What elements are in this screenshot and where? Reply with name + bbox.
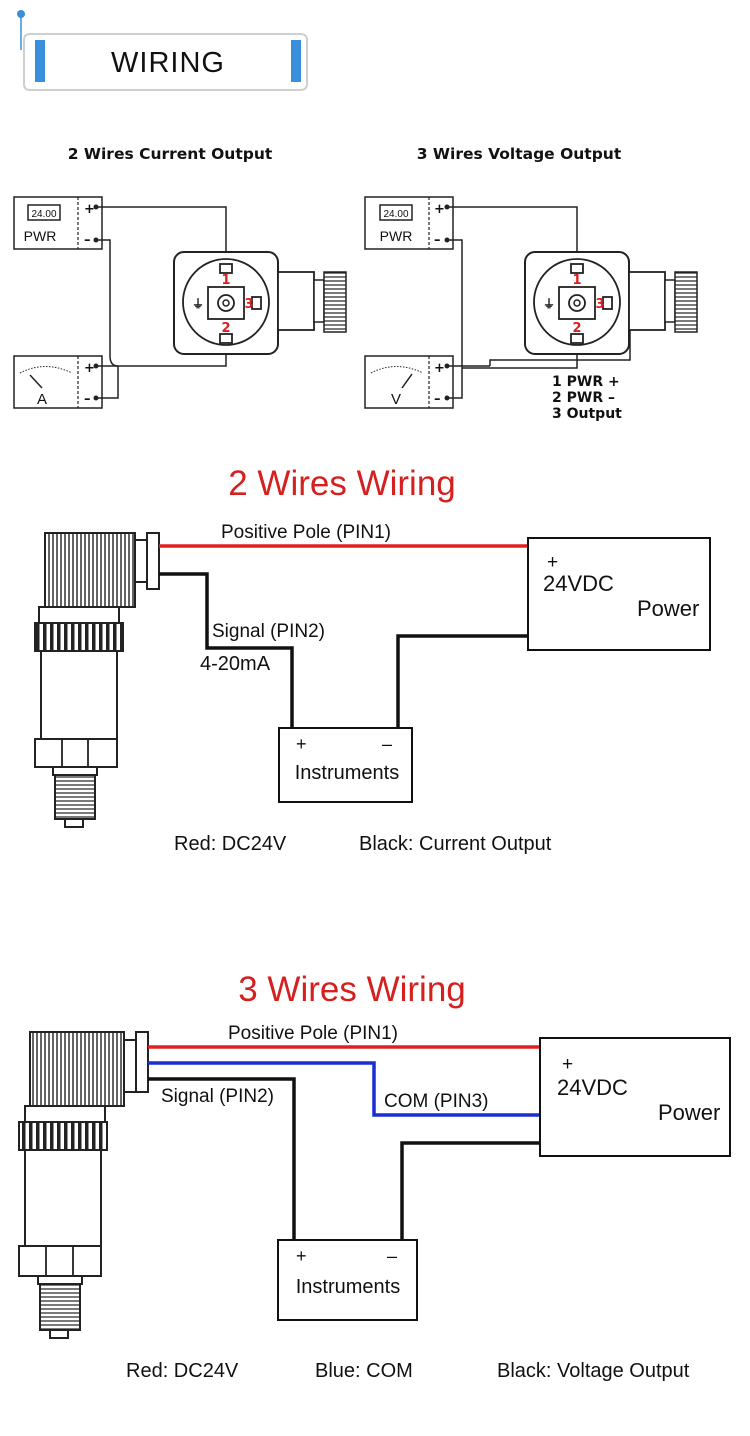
pwr-plus-right: + xyxy=(434,202,445,217)
pin-3-label-right: 3 xyxy=(595,297,604,312)
three-wire-legend-blue: Blue: COM xyxy=(315,1360,413,1382)
svg-text:⏚: ⏚ xyxy=(543,297,555,311)
two-wire-instr-plus: + xyxy=(296,734,307,754)
pwr-label-left: PWR xyxy=(24,228,57,244)
two-wire-current-label: 4-20mA xyxy=(200,653,271,675)
top-left-title: 2 Wires Current Output xyxy=(68,145,273,163)
two-wire-power-label: Power xyxy=(637,596,699,621)
three-wire-voltage-output-diagram: 3 Wires Voltage Output 24.00 PWR + – V +… xyxy=(364,145,698,422)
two-wire-legend-black: Black: Current Output xyxy=(359,833,552,855)
three-wire-legend-black: Black: Voltage Output xyxy=(497,1360,690,1382)
pwr-display-right: 24.00 xyxy=(383,209,408,220)
pin-3-label-left: 3 xyxy=(244,297,253,312)
three-wire-instr-label: Instruments xyxy=(296,1276,400,1298)
three-wire-com-label: COM (PIN3) xyxy=(384,1091,489,1112)
three-wire-instr-plus: + xyxy=(296,1246,307,1266)
top-right-title: 3 Wires Voltage Output xyxy=(417,145,622,163)
three-wire-instr-minus: – xyxy=(387,1246,397,1266)
three-wire-power-label: Power xyxy=(658,1100,720,1125)
meter-label-right: V xyxy=(391,391,401,408)
pin-legend-2: 2 PWR – xyxy=(552,390,615,406)
two-wire-wiring-section: 2 Wires Wiring + 24VDC Power + – Inst xyxy=(34,464,711,855)
three-wire-wiring-section: 3 Wires Wiring + 24VDC Power + – xyxy=(18,970,731,1382)
meter-plus-left: + xyxy=(84,361,95,376)
pwr-label-right: PWR xyxy=(380,228,413,244)
pwr-plus-left: + xyxy=(84,202,95,217)
three-wire-power-plus: + xyxy=(562,1054,573,1075)
two-wire-signal-label: Signal (PIN2) xyxy=(212,621,325,642)
three-wire-legend-red: Red: DC24V xyxy=(126,1360,239,1382)
pwr-display-left: 24.00 xyxy=(31,209,56,220)
pwr-minus-left: – xyxy=(84,233,91,248)
two-wire-instr-minus: – xyxy=(382,734,392,754)
pin-1-label-left: 1 xyxy=(221,273,230,288)
meter-minus-right: – xyxy=(434,392,441,407)
two-wire-legend-red: Red: DC24V xyxy=(174,833,287,855)
meter-plus-right: + xyxy=(434,361,445,376)
two-wire-title: 2 Wires Wiring xyxy=(228,464,456,503)
three-wire-title: 3 Wires Wiring xyxy=(238,970,466,1009)
pin-legend-3: 3 Output xyxy=(552,406,622,422)
two-wire-current-output-diagram: 2 Wires Current Output 24.00 PWR + – A +… xyxy=(13,145,347,409)
meter-label-left: A xyxy=(37,391,47,408)
header-title: WIRING xyxy=(111,47,225,79)
pin-2-label-left: 2 xyxy=(221,321,230,336)
two-wire-power-voltage: 24VDC xyxy=(543,571,614,596)
svg-text:⏚: ⏚ xyxy=(192,297,204,311)
pin-legend-1: 1 PWR + xyxy=(552,374,620,390)
header-banner: WIRING xyxy=(17,10,308,91)
pwr-minus-right: – xyxy=(434,233,441,248)
pin-1-label-right: 1 xyxy=(572,273,581,288)
three-wire-signal-label: Signal (PIN2) xyxy=(161,1086,274,1107)
three-wire-positive-label: Positive Pole (PIN1) xyxy=(228,1023,398,1044)
pressure-transmitter-1 xyxy=(34,532,160,828)
two-wire-power-plus: + xyxy=(547,552,558,573)
meter-minus-left: – xyxy=(84,392,91,407)
three-wire-power-voltage: 24VDC xyxy=(557,1075,628,1100)
pressure-transmitter-2 xyxy=(18,1031,149,1339)
two-wire-positive-label: Positive Pole (PIN1) xyxy=(221,522,391,543)
pin-2-label-right: 2 xyxy=(572,321,581,336)
two-wire-instr-label: Instruments xyxy=(295,762,399,784)
